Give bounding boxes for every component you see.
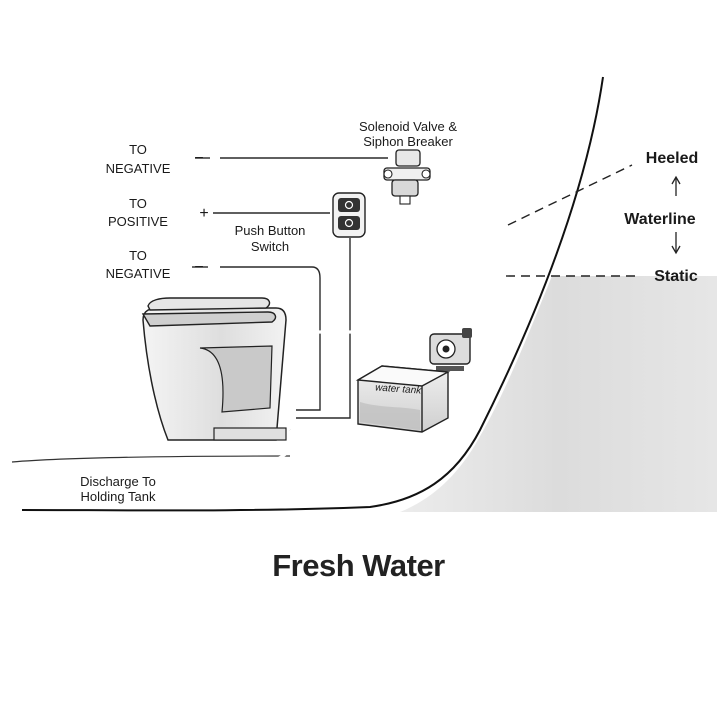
label-waterline: Waterline xyxy=(624,211,696,228)
label-text: Solenoid Valve & xyxy=(359,119,457,134)
hull-water-region xyxy=(400,276,717,512)
label-text: Holding Tank xyxy=(81,489,156,504)
label-solenoid: Solenoid Valve & Siphon Breaker xyxy=(359,119,457,149)
minus-sign: − xyxy=(194,259,203,276)
label-text: Discharge To xyxy=(80,474,156,489)
diagram-caption: Fresh Water xyxy=(272,548,445,583)
label-to-positive: TO POSITIVE xyxy=(108,196,168,229)
hull-outline xyxy=(21,76,604,512)
label-discharge: Discharge To Holding Tank xyxy=(80,474,156,504)
water-pump xyxy=(429,328,472,371)
heeled-waterline xyxy=(507,164,633,226)
label-text: TO xyxy=(129,142,147,157)
solenoid-valve xyxy=(383,149,431,205)
label-text: NEGATIVE xyxy=(106,161,171,176)
plus-sign: + xyxy=(199,205,208,222)
label-push-button: Push Button Switch xyxy=(235,223,306,254)
hull-floor-line xyxy=(11,455,291,463)
label-text: POSITIVE xyxy=(108,214,168,229)
water-pipes xyxy=(13,190,482,478)
waterline-arrow-icon xyxy=(671,175,681,255)
minus-sign: − xyxy=(194,150,203,167)
water-tank-label: water tank xyxy=(375,382,423,396)
label-static: Static xyxy=(654,268,698,285)
label-text: TO xyxy=(129,248,147,263)
label-text: Switch xyxy=(251,239,289,254)
label-to-negative-bottom: TO NEGATIVE xyxy=(106,248,171,281)
push-button-switch xyxy=(332,192,366,238)
label-text: NEGATIVE xyxy=(106,266,171,281)
label-text: Push Button xyxy=(235,223,306,238)
electrical-wiring xyxy=(192,157,388,419)
label-text: TO xyxy=(129,196,147,211)
water-tank xyxy=(355,365,451,433)
label-heeled: Heeled xyxy=(646,150,698,167)
toilet xyxy=(141,297,287,441)
label-to-negative-top: TO NEGATIVE xyxy=(106,142,171,176)
label-text: Siphon Breaker xyxy=(363,134,453,149)
